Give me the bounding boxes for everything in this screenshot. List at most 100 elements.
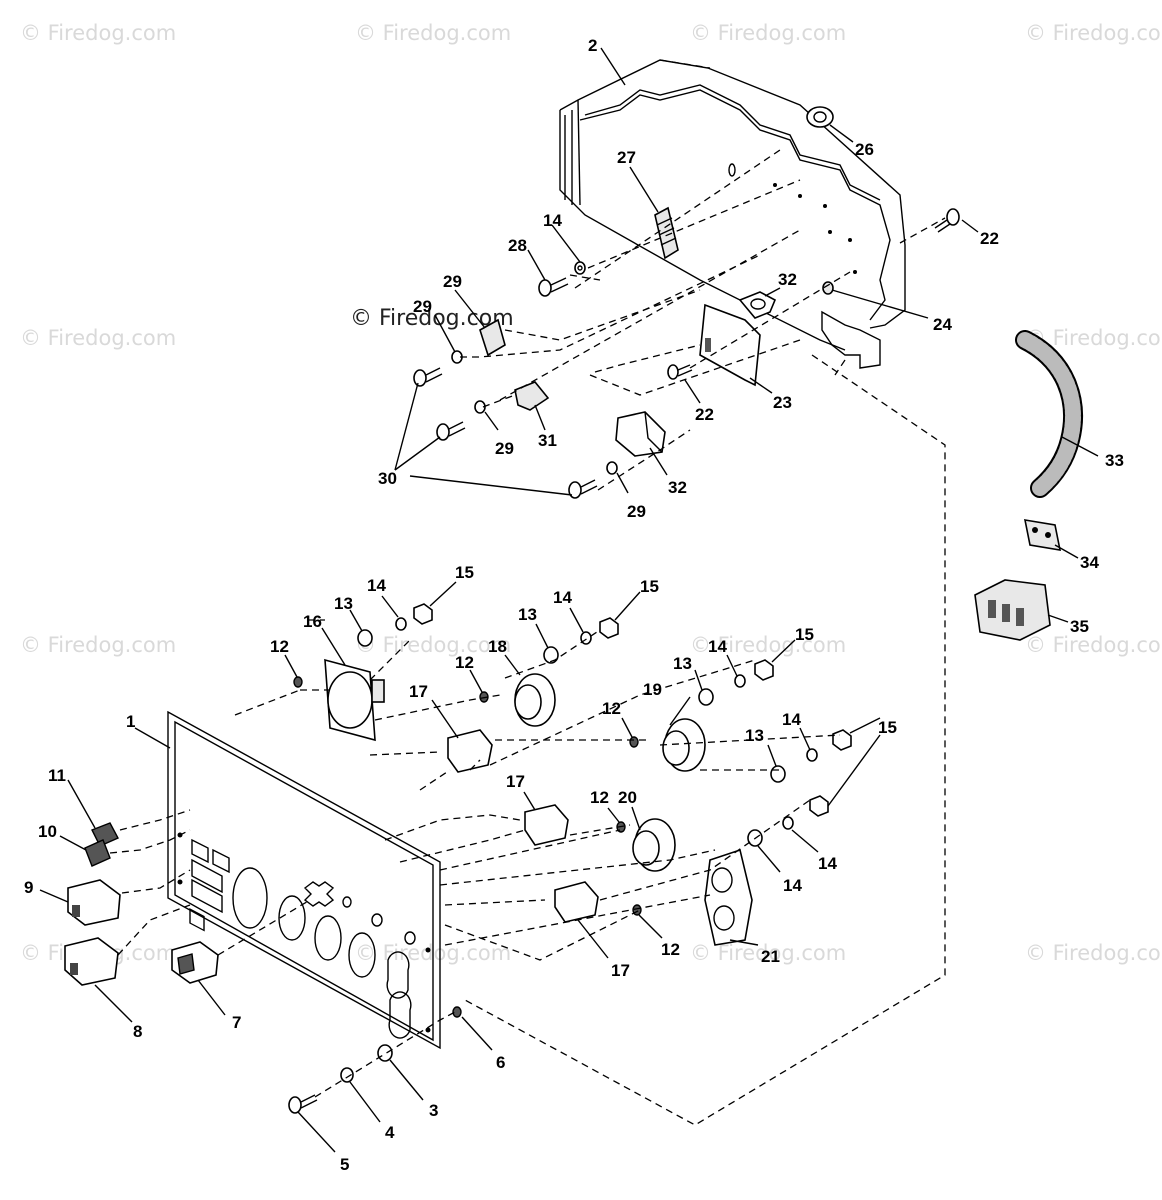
part-label-14: 14 bbox=[782, 710, 801, 729]
part-label-18: 18 bbox=[488, 637, 507, 656]
part-label-11: 11 bbox=[48, 766, 66, 785]
part-label-29: 29 bbox=[627, 502, 646, 521]
part-label-8: 8 bbox=[133, 1022, 142, 1041]
part-label-21: 21 bbox=[761, 947, 780, 966]
part-label-30: 30 bbox=[378, 469, 397, 488]
receptacle-20 bbox=[632, 818, 676, 872]
part-label-29: 29 bbox=[413, 297, 432, 316]
part-label-25: 26 bbox=[855, 140, 874, 159]
watermark: © Firedog.com bbox=[1025, 21, 1162, 45]
breaker-9 bbox=[67, 879, 121, 926]
part-label-22: 22 bbox=[980, 229, 999, 248]
part-label-5: 5 bbox=[340, 1155, 349, 1174]
part-label-15: 15 bbox=[640, 577, 659, 596]
part-label-14: 14 bbox=[543, 211, 562, 230]
watermark: © Firedog.com bbox=[690, 21, 846, 45]
part-label-36: 35 bbox=[1070, 617, 1089, 636]
part-label-14: 14 bbox=[708, 637, 727, 656]
part-label-13: 13 bbox=[518, 605, 537, 624]
switch-7 bbox=[171, 941, 219, 984]
part-label-31: 31 bbox=[538, 431, 557, 450]
part-labels: 2 26 27 22 14 28 32 24 29 29 22 23 31 29… bbox=[24, 36, 1124, 1174]
hardware-panel bbox=[288, 1006, 462, 1114]
part-label-24: 24 bbox=[933, 315, 952, 334]
part-label-13: 13 bbox=[334, 594, 353, 613]
breaker-17-c bbox=[554, 881, 599, 923]
part-label-17: 17 bbox=[611, 961, 630, 980]
watermark: © Firedog.com bbox=[20, 633, 176, 657]
part-32 bbox=[615, 411, 666, 457]
watermark: © Firedog.com bbox=[20, 326, 176, 350]
washer-14-top bbox=[574, 261, 586, 275]
watermark: © Firedog.com bbox=[20, 21, 176, 45]
screw-22-board bbox=[667, 364, 693, 380]
part-label-4: 4 bbox=[385, 1123, 395, 1142]
part-label-17: 17 bbox=[409, 682, 428, 701]
part-31 bbox=[514, 381, 550, 411]
receptacle-18 bbox=[514, 673, 556, 727]
watermark: © Firedog.com bbox=[355, 21, 511, 45]
breaker-17-a bbox=[447, 729, 493, 773]
part-label-33: 32 bbox=[778, 270, 797, 289]
part-label-1: 1 bbox=[126, 712, 135, 731]
part-label-13: 13 bbox=[673, 654, 692, 673]
part-label-26: 27 bbox=[617, 148, 636, 167]
assembly-lines bbox=[109, 59, 946, 1126]
part-label-12: 12 bbox=[590, 788, 609, 807]
part-label-29: 29 bbox=[495, 439, 514, 458]
part-label-14: 14 bbox=[553, 588, 572, 607]
front-panel-1 bbox=[167, 710, 441, 1050]
part-label-16: 16 bbox=[303, 612, 322, 631]
part-label-14: 14 bbox=[367, 576, 386, 595]
hardware-15 bbox=[413, 603, 852, 817]
control-box-housing bbox=[559, 59, 906, 369]
part-label-13: 14 bbox=[783, 876, 802, 895]
part-24 bbox=[822, 281, 834, 295]
hardware-13 bbox=[357, 629, 786, 847]
leader-lines bbox=[39, 47, 1099, 1153]
part-28 bbox=[479, 318, 506, 357]
switch-11 bbox=[91, 822, 119, 847]
part-label-12: 12 bbox=[661, 940, 680, 959]
terminal-35 bbox=[1023, 519, 1062, 551]
part-label-27: 28 bbox=[508, 236, 527, 255]
washer-29-c bbox=[606, 461, 618, 475]
part-label-10: 10 bbox=[38, 822, 57, 841]
part-label-15: 15 bbox=[878, 718, 897, 737]
receptacle-19 bbox=[662, 718, 706, 772]
watermark: © Firedog.com bbox=[1025, 941, 1162, 965]
part-label-12: 12 bbox=[455, 653, 474, 672]
part-label-35: 34 bbox=[1080, 553, 1099, 572]
watermark: © Firedog.com bbox=[355, 633, 511, 657]
part-label-13: 13 bbox=[745, 726, 764, 745]
screw-27 bbox=[538, 277, 569, 297]
part-label-34: 33 bbox=[1105, 451, 1124, 470]
part-label-23: 23 bbox=[773, 393, 792, 412]
part-label-22: 22 bbox=[695, 405, 714, 424]
screw-22-upper bbox=[934, 208, 960, 233]
grommet-25 bbox=[806, 106, 834, 128]
receptacle-16 bbox=[324, 658, 385, 742]
switch-10 bbox=[84, 839, 111, 867]
part-label-12: 12 bbox=[270, 637, 289, 656]
part-label-7: 7 bbox=[232, 1013, 241, 1032]
wire-harness-34 bbox=[1015, 330, 1083, 498]
part-label-17: 17 bbox=[506, 772, 525, 791]
part-label-9: 9 bbox=[24, 878, 33, 897]
contactor-36 bbox=[974, 579, 1051, 641]
watermark: © Firedog.com bbox=[1025, 633, 1162, 657]
part-label-15: 15 bbox=[455, 563, 474, 582]
part-label-2: 2 bbox=[588, 36, 597, 55]
part-label-3: 3 bbox=[429, 1101, 438, 1120]
watermark-layer: © Firedog.com © Firedog.com © Firedog.co… bbox=[20, 21, 1162, 965]
part-label-20: 20 bbox=[618, 788, 637, 807]
circuit-board-23 bbox=[699, 291, 777, 387]
watermark: © Firedog.com bbox=[690, 633, 846, 657]
part-label-32: 32 bbox=[668, 478, 687, 497]
part-label-14: 14 bbox=[818, 854, 837, 873]
washer-29-b bbox=[474, 400, 486, 414]
screw-30-c bbox=[568, 479, 598, 499]
part-label-6: 6 bbox=[496, 1053, 505, 1072]
breaker-8 bbox=[64, 937, 119, 986]
